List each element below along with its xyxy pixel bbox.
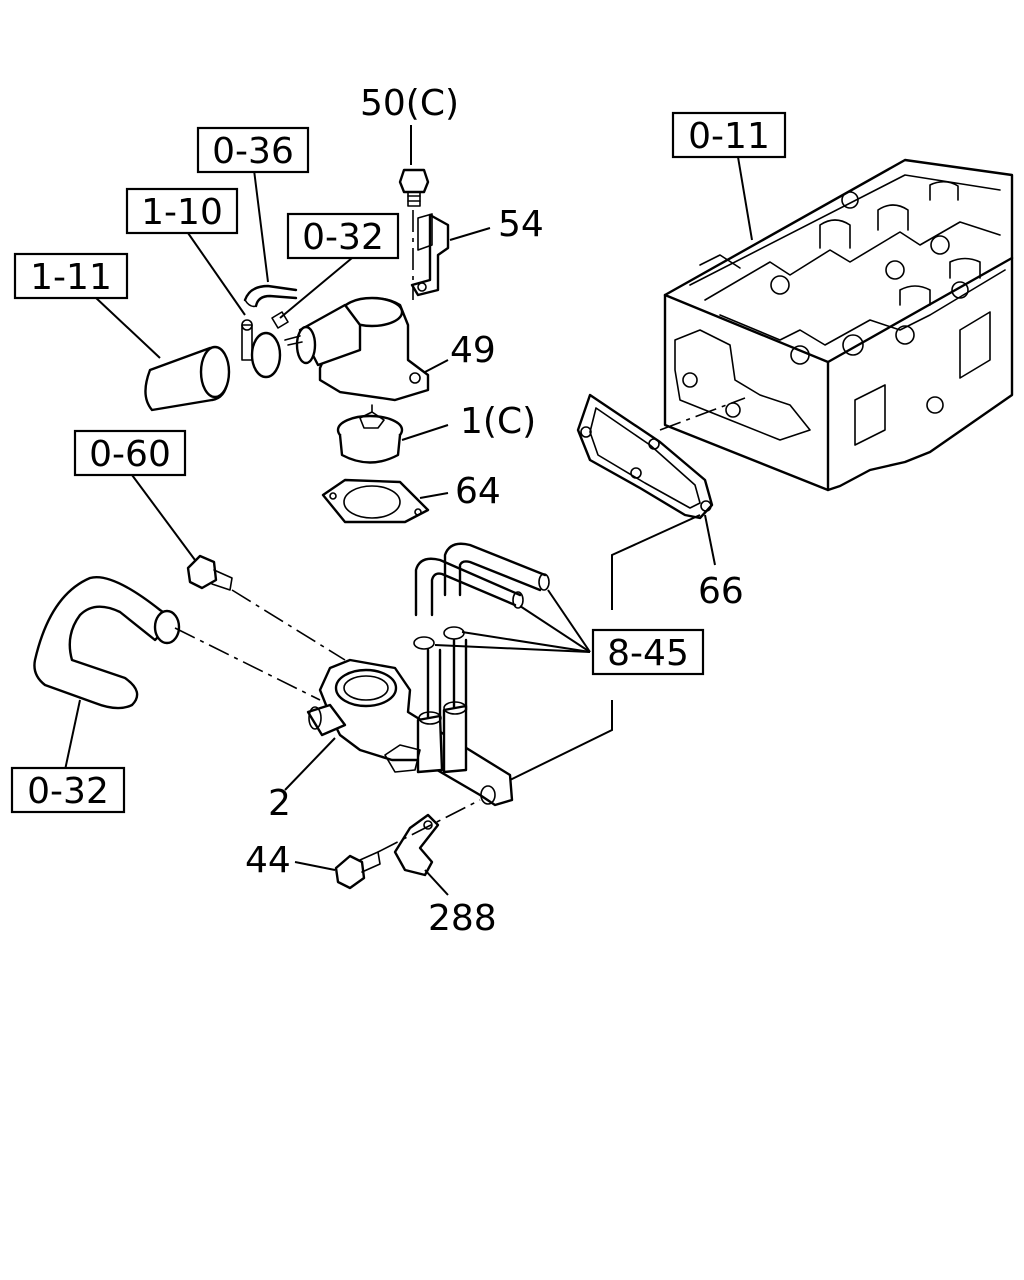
- part-label-54: 54: [498, 204, 544, 245]
- centerline-hose: [174, 627, 321, 701]
- ref-label-8-45: 8-45: [607, 633, 689, 674]
- leader-49: [424, 359, 449, 373]
- leader-1-10: [187, 232, 246, 316]
- leader-1c: [401, 424, 449, 441]
- ref-label-0-32-top: 0-32: [302, 217, 384, 258]
- leader-8-45-d: [519, 605, 591, 653]
- thermostat-cover-49: [284, 296, 430, 402]
- cylinder-head: [663, 158, 1014, 492]
- centerline-sensor: [231, 589, 346, 661]
- centerline-gasket-head: [659, 397, 746, 431]
- ref-box-8-45: 8-45: [591, 628, 705, 676]
- leader-8-45-a: [434, 644, 591, 653]
- ref-box-0-11: 0-11: [671, 111, 787, 159]
- leader-2: [284, 737, 336, 791]
- gasket-66: [576, 393, 714, 520]
- leader-housing-8-45: [509, 700, 613, 781]
- leader-0-32-bottom: [64, 699, 81, 771]
- part-label-50c: 50(C): [360, 83, 459, 124]
- gasket-64: [321, 478, 430, 524]
- centerline-bolt-44: [377, 799, 481, 853]
- ref-box-1-11: 1-11: [13, 252, 129, 300]
- leader-66-housing: [611, 514, 701, 610]
- leader-8-45-c: [547, 589, 591, 653]
- leader-54: [449, 227, 491, 241]
- ref-label-1-10: 1-10: [141, 192, 223, 233]
- ref-box-0-32-top: 0-32: [286, 212, 400, 260]
- bolt-44: [334, 851, 381, 890]
- fitting-0-32-top: [271, 311, 289, 329]
- leader-0-32-top: [279, 257, 353, 319]
- ref-box-0-36: 0-36: [196, 126, 310, 174]
- leader-0-60: [131, 474, 196, 561]
- leader-1-11: [94, 296, 161, 359]
- thermostat-1c: [336, 404, 404, 464]
- part-label-66: 66: [698, 571, 744, 612]
- ref-box-1-10: 1-10: [125, 187, 239, 235]
- leader-8-45-b: [461, 631, 591, 653]
- ref-label-0-11: 0-11: [688, 116, 770, 157]
- ref-label-0-60: 0-60: [89, 434, 171, 475]
- part-label-288: 288: [428, 898, 497, 939]
- leader-64: [419, 492, 449, 499]
- leader-0-36: [253, 169, 269, 283]
- bracket-54: [410, 213, 450, 297]
- clip-288: [393, 813, 440, 877]
- sensor-0-60: [186, 554, 233, 591]
- ref-label-0-32-bottom: 0-32: [27, 771, 109, 812]
- leader-0-11: [737, 156, 753, 241]
- ref-label-1-11: 1-11: [30, 257, 112, 298]
- leader-288: [424, 869, 449, 896]
- hose-0-32-bottom: [33, 576, 181, 710]
- part-label-49: 49: [450, 330, 496, 371]
- leader-66: [704, 514, 716, 566]
- ref-label-0-36: 0-36: [212, 131, 294, 172]
- bypass-pipes-8-45: [413, 542, 550, 722]
- ref-box-0-60: 0-60: [73, 429, 187, 477]
- part-label-2: 2: [268, 783, 291, 824]
- part-label-44: 44: [245, 840, 291, 881]
- thermostat-housing-2: [306, 658, 514, 807]
- leader-44: [294, 861, 336, 871]
- hose-clamp-1-10: [241, 319, 282, 379]
- small-hose-0-36: [243, 284, 298, 308]
- hose-1-11: [144, 345, 231, 412]
- ref-box-0-32-bottom: 0-32: [10, 766, 126, 814]
- part-label-1c: 1(C): [460, 401, 536, 442]
- bolt-50c: [398, 168, 430, 207]
- part-label-64: 64: [455, 471, 501, 512]
